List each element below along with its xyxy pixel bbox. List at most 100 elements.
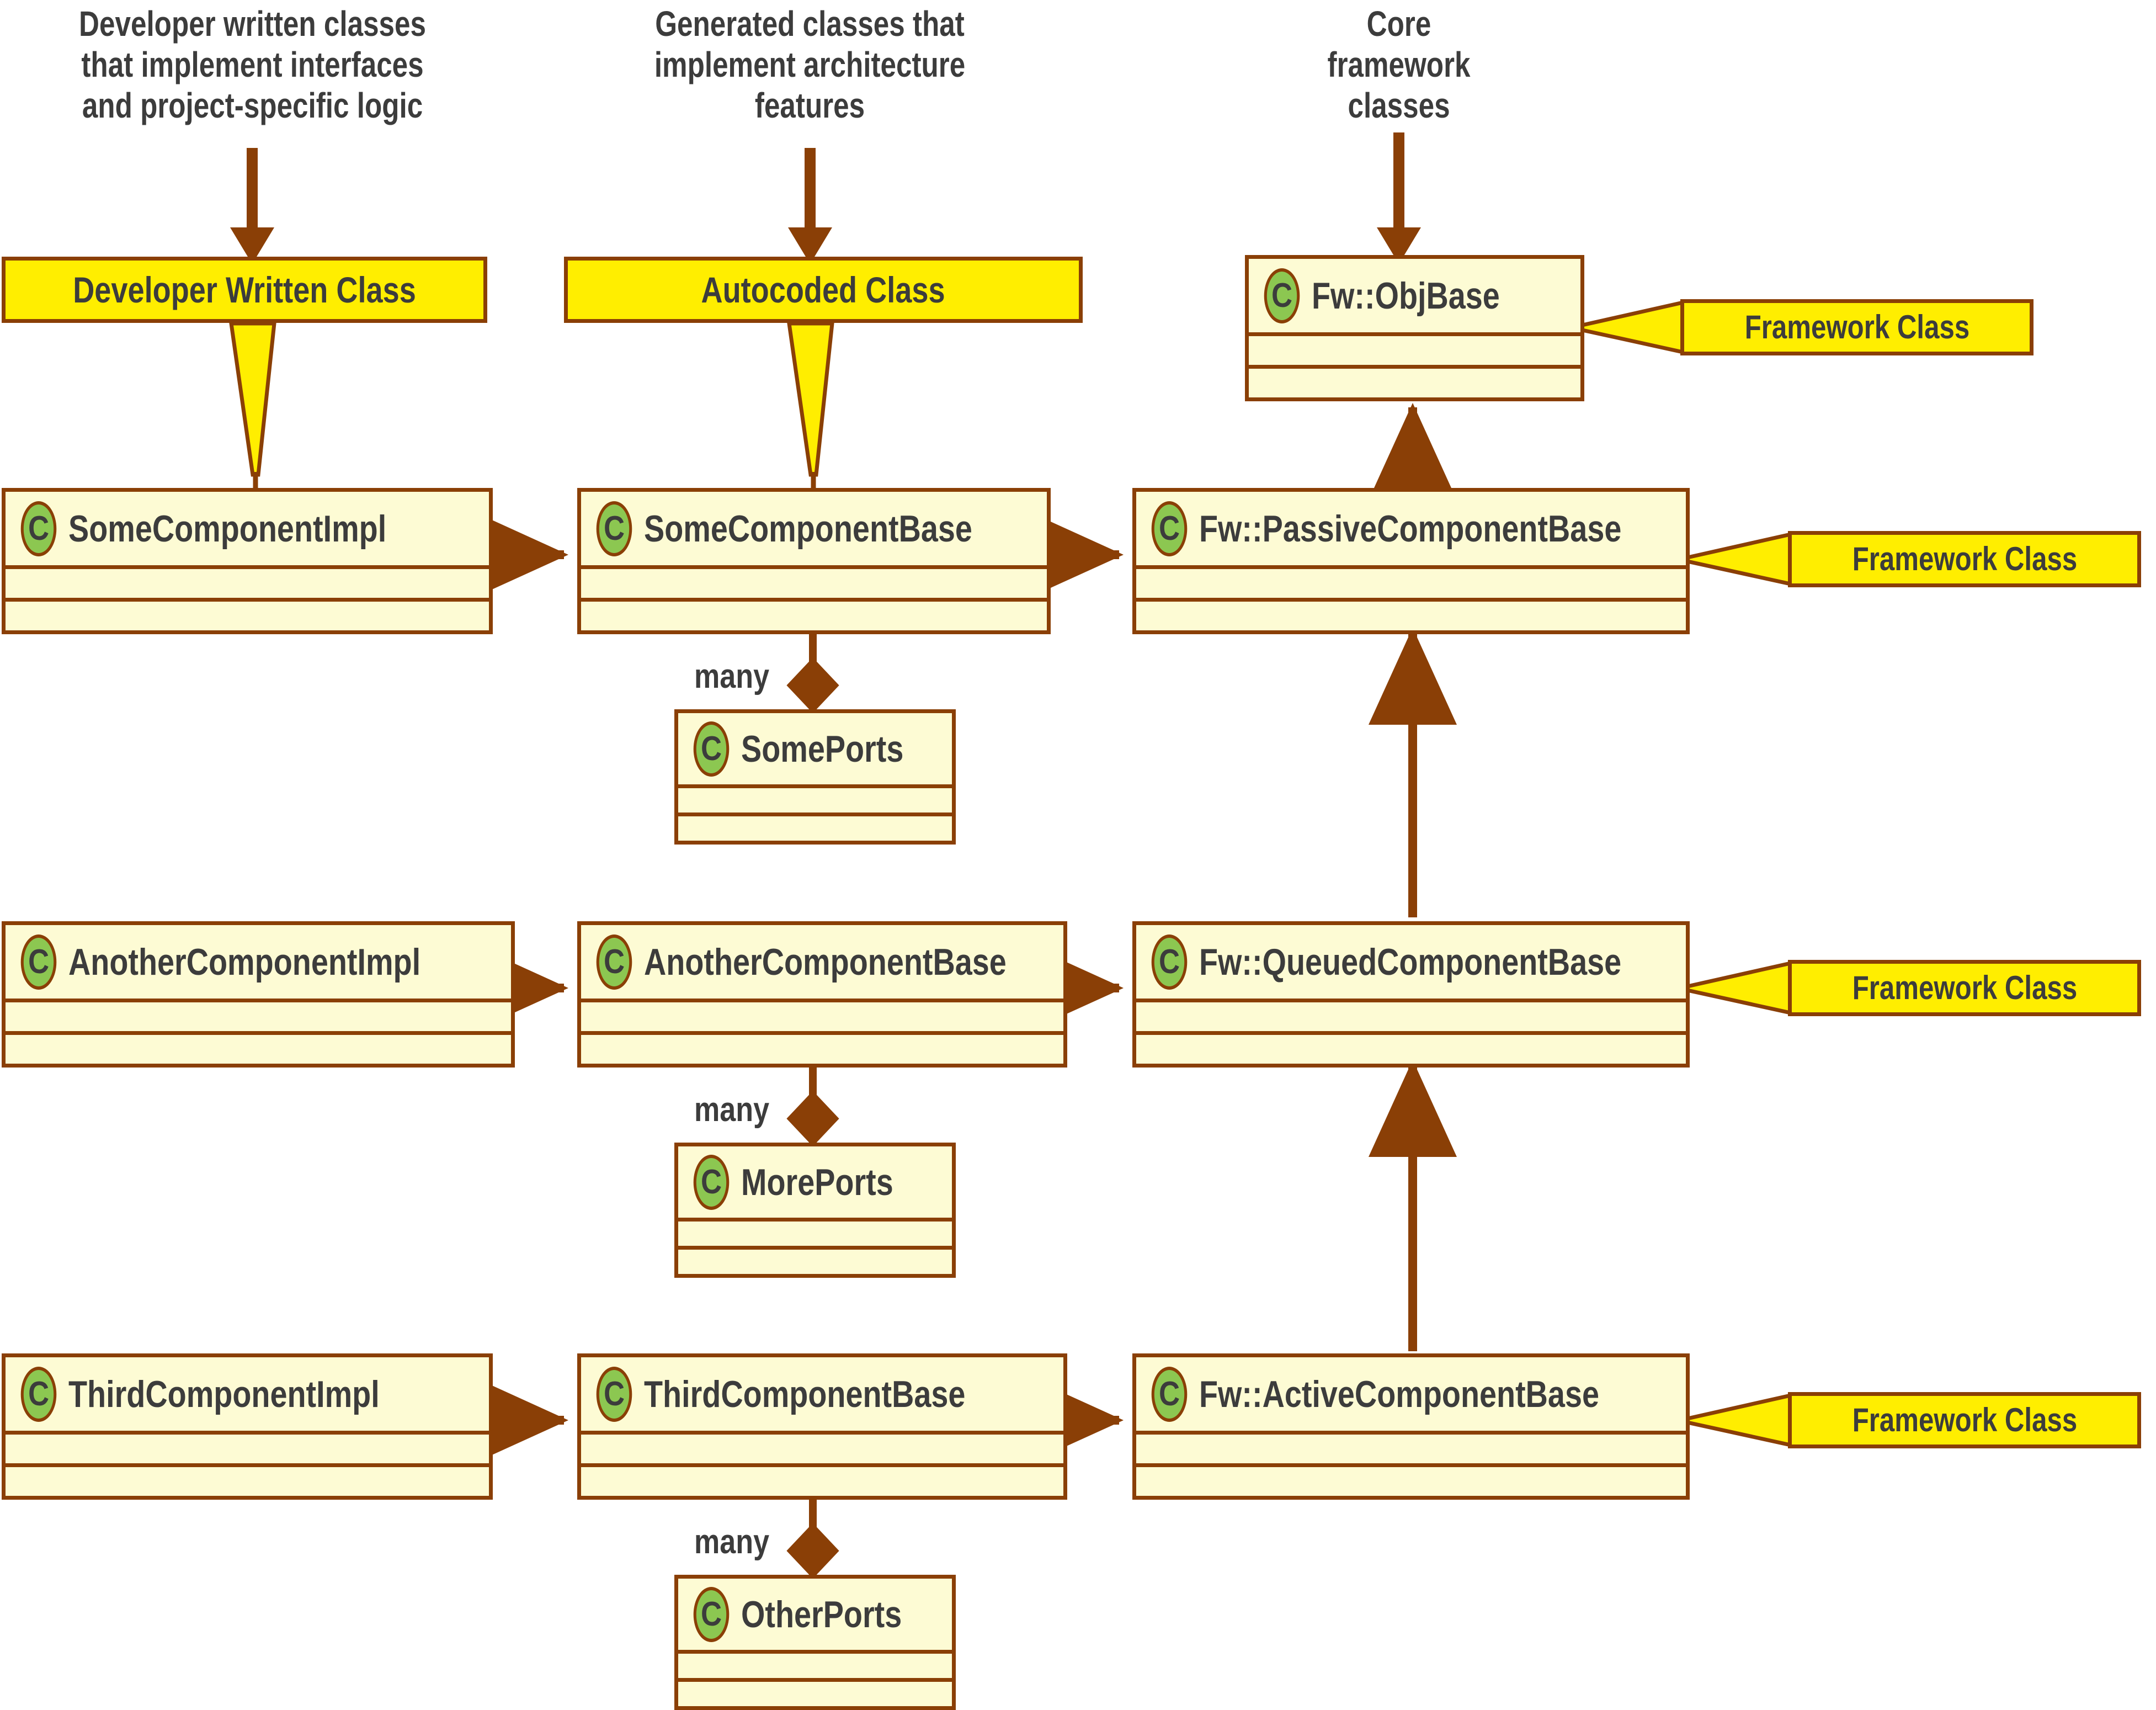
class-name-row: C ThirdComponentBase — [581, 1357, 1063, 1431]
caption-arrow-developer — [230, 148, 274, 259]
class-name-row: C OtherPorts — [678, 1579, 952, 1650]
class-operations-compartment — [1136, 1463, 1686, 1496]
note-tail-framework-passive — [1675, 532, 1793, 587]
class-name-label: Fw::ObjBase — [1312, 274, 1500, 317]
caption-core-framework: Core framework classes — [1327, 4, 1471, 126]
class-name-row: C SomePorts — [678, 713, 952, 784]
class-box-fw-activecomponentbase[interactable]: C Fw::ActiveComponentBase — [1132, 1353, 1690, 1500]
class-name-label: AnotherComponentBase — [644, 941, 1007, 983]
class-box-otherports[interactable]: C OtherPorts — [674, 1575, 956, 1710]
class-box-fw-passivecomponentbase[interactable]: C Fw::PassiveComponentBase — [1132, 488, 1690, 634]
class-attributes-compartment — [581, 565, 1047, 598]
class-box-moreports[interactable]: C MorePorts — [674, 1143, 956, 1278]
note-label: Framework Class — [1852, 540, 2077, 577]
class-attributes-compartment — [6, 999, 511, 1031]
class-name-row: C ThirdComponentImpl — [6, 1357, 489, 1431]
class-name-row: C AnotherComponentBase — [581, 925, 1063, 999]
class-box-fw-queuedcomponentbase[interactable]: C Fw::QueuedComponentBase — [1132, 921, 1690, 1068]
edge-label-many-someports: many — [694, 657, 770, 695]
class-operations-compartment — [581, 1031, 1063, 1064]
class-attributes-compartment — [678, 784, 952, 812]
class-name-label: Fw::ActiveComponentBase — [1199, 1373, 1599, 1415]
note-label: Framework Class — [1852, 1401, 2077, 1438]
note-framework-class-objbase[interactable]: Framework Class — [1680, 299, 2033, 355]
class-operations-compartment — [678, 1246, 952, 1274]
class-stereotype-icon: C — [1264, 268, 1300, 323]
class-operations-compartment — [6, 1031, 511, 1064]
edge-label-many-moreports: many — [694, 1091, 770, 1129]
note-label: Developer Written Class — [73, 269, 416, 310]
class-operations-compartment — [581, 598, 1047, 630]
class-name-label: AnotherComponentImpl — [68, 941, 421, 983]
class-attributes-compartment — [1136, 565, 1686, 598]
class-attributes-compartment — [6, 1431, 489, 1463]
class-attributes-compartment — [1249, 332, 1580, 365]
class-name-label: SomeComponentImpl — [68, 507, 387, 550]
class-stereotype-icon: C — [596, 501, 632, 556]
class-stereotype-icon: C — [1151, 934, 1188, 990]
class-name-row: C MorePorts — [678, 1146, 952, 1218]
class-operations-compartment — [678, 812, 952, 841]
class-name-row: C Fw::ActiveComponentBase — [1136, 1357, 1686, 1431]
class-name-row: C SomeComponentBase — [581, 492, 1047, 565]
class-operations-compartment — [6, 598, 489, 630]
note-label: Framework Class — [1744, 309, 1969, 346]
class-name-label: OtherPorts — [741, 1593, 902, 1635]
class-stereotype-icon: C — [693, 1154, 730, 1210]
caption-arrow-core — [1377, 132, 1421, 259]
caption-developer-written: Developer written classes that implement… — [79, 4, 426, 126]
class-name-row: C Fw::QueuedComponentBase — [1136, 925, 1686, 999]
class-box-anothercomponentbase[interactable]: C AnotherComponentBase — [577, 921, 1067, 1068]
note-framework-class-queued[interactable]: Framework Class — [1788, 960, 2141, 1016]
class-box-anothercomponentimpl[interactable]: C AnotherComponentImpl — [2, 921, 515, 1068]
note-framework-class-passive[interactable]: Framework Class — [1788, 531, 2141, 587]
class-box-fw-objbase[interactable]: C Fw::ObjBase — [1245, 255, 1584, 401]
class-attributes-compartment — [678, 1650, 952, 1678]
note-tail-framework-objbase — [1567, 300, 1685, 355]
class-box-somecomponentimpl[interactable]: C SomeComponentImpl — [2, 488, 493, 634]
class-stereotype-icon: C — [20, 501, 57, 556]
class-attributes-compartment — [581, 1431, 1063, 1463]
class-stereotype-icon: C — [596, 1366, 632, 1422]
note-tail-developer-written — [228, 321, 276, 491]
class-name-label: SomePorts — [741, 727, 904, 770]
class-operations-compartment — [1136, 598, 1686, 630]
class-name-label: Fw::PassiveComponentBase — [1199, 507, 1622, 550]
class-name-label: ThirdComponentBase — [644, 1373, 966, 1415]
note-tail-framework-active — [1675, 1393, 1793, 1448]
class-stereotype-icon: C — [1151, 1366, 1188, 1422]
class-attributes-compartment — [1136, 1431, 1686, 1463]
class-stereotype-icon: C — [20, 1366, 57, 1422]
class-attributes-compartment — [581, 999, 1063, 1031]
class-name-row: C Fw::ObjBase — [1249, 259, 1580, 332]
class-stereotype-icon: C — [20, 934, 57, 990]
class-stereotype-icon: C — [1151, 501, 1188, 556]
class-box-thirdcomponentimpl[interactable]: C ThirdComponentImpl — [2, 1353, 493, 1500]
class-attributes-compartment — [678, 1218, 952, 1246]
class-box-somecomponentbase[interactable]: C SomeComponentBase — [577, 488, 1051, 634]
class-name-row: C Fw::PassiveComponentBase — [1136, 492, 1686, 565]
class-stereotype-icon: C — [693, 721, 730, 777]
class-operations-compartment — [6, 1463, 489, 1496]
note-label: Autocoded Class — [701, 269, 946, 310]
class-stereotype-icon: C — [596, 934, 632, 990]
caption-arrow-generated — [788, 148, 832, 259]
class-operations-compartment — [581, 1463, 1063, 1496]
class-box-someports[interactable]: C SomePorts — [674, 709, 956, 845]
edge-label-many-otherports: many — [694, 1523, 770, 1561]
note-developer-written-class[interactable]: Developer Written Class — [2, 257, 487, 323]
note-framework-class-active[interactable]: Framework Class — [1788, 1392, 2141, 1448]
class-name-label: MorePorts — [741, 1161, 893, 1203]
class-box-thirdcomponentbase[interactable]: C ThirdComponentBase — [577, 1353, 1067, 1500]
class-attributes-compartment — [6, 565, 489, 598]
class-attributes-compartment — [1136, 999, 1686, 1031]
class-operations-compartment — [1136, 1031, 1686, 1064]
class-name-row: C AnotherComponentImpl — [6, 925, 511, 999]
note-tail-autocoded — [786, 321, 834, 491]
class-stereotype-icon: C — [693, 1586, 730, 1642]
class-name-label: ThirdComponentImpl — [68, 1373, 380, 1415]
note-autocoded-class[interactable]: Autocoded Class — [564, 257, 1083, 323]
caption-generated-classes: Generated classes that implement archite… — [654, 4, 966, 126]
class-name-label: Fw::QueuedComponentBase — [1199, 941, 1622, 983]
